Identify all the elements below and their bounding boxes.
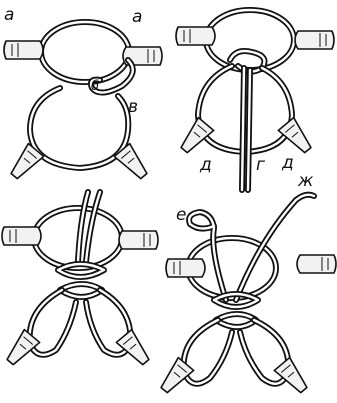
upper-ring: [206, 10, 294, 70]
label-a-left: а: [4, 5, 14, 25]
left-strap: [166, 259, 205, 277]
right-strap: [295, 31, 334, 49]
right-strap: [119, 231, 158, 249]
label-d-left: д: [199, 155, 212, 175]
lower-ring: [30, 88, 128, 168]
hanging-strands: [242, 68, 250, 190]
left-strap: [2, 227, 41, 245]
strand-zh: [236, 195, 314, 300]
panel-3: [2, 192, 158, 368]
upper-ring: [41, 22, 129, 82]
lower-right-sling: [274, 358, 311, 397]
label-e: е: [176, 205, 186, 225]
left-strap: [176, 27, 215, 45]
panel-1: а а б в: [4, 5, 162, 182]
right-strap: [297, 255, 336, 273]
left-strap: [4, 41, 43, 59]
panel-2: д г д: [176, 10, 334, 190]
lower-right-sling: [116, 330, 153, 369]
panel-4: е ж: [156, 171, 336, 396]
label-a-right: а: [132, 7, 142, 27]
label-d-right: д: [281, 153, 294, 173]
label-b: б: [91, 79, 99, 94]
label-g: г: [256, 155, 265, 175]
label-v: в: [128, 97, 138, 117]
top-strands: [78, 192, 100, 262]
label-zh: ж: [297, 171, 314, 191]
